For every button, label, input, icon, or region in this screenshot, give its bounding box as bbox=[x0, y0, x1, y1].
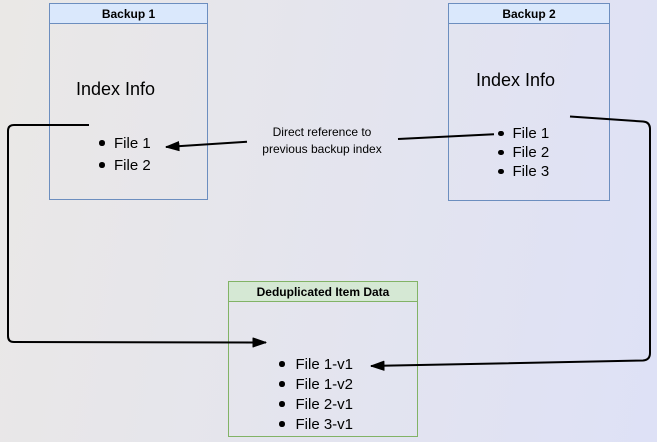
list-item: File 2 bbox=[99, 154, 151, 176]
list-item: File 2-v1 bbox=[279, 394, 353, 414]
list-item: File 2 bbox=[498, 143, 549, 162]
file-label: File 2 bbox=[512, 144, 550, 161]
file-label: File 1-v1 bbox=[295, 355, 354, 373]
bullet-dot bbox=[99, 140, 105, 146]
bullet-dot bbox=[99, 162, 105, 168]
file-label: File 2-v1 bbox=[295, 395, 354, 413]
backup2-index-info-label: Index Info bbox=[476, 70, 556, 90]
file-label: File 1 bbox=[512, 125, 550, 142]
bullet-dot bbox=[279, 401, 285, 407]
file-label: File 1 bbox=[114, 134, 151, 152]
edge-label-line2: previous backup index bbox=[262, 142, 382, 156]
list-item: File 1-v1 bbox=[279, 354, 353, 374]
bullet-dot bbox=[498, 149, 504, 156]
list-item: File 1 bbox=[498, 124, 549, 143]
backup1-body: Index Info File 1 File 2 bbox=[50, 24, 207, 199]
file-label: File 3-v1 bbox=[295, 415, 354, 433]
list-item: File 3 bbox=[498, 162, 549, 181]
backup1-index-info-label: Index Info bbox=[76, 79, 156, 99]
backup2-node: Backup 2 Index Info File 1 File 2 File 3 bbox=[448, 3, 610, 201]
direct-reference-edge-label: Direct reference to previous backup inde… bbox=[232, 124, 412, 158]
file-label: File 1-v2 bbox=[295, 375, 354, 393]
bullet-dot bbox=[279, 421, 285, 427]
file-label: File 2 bbox=[114, 156, 151, 174]
backup1-title: Backup 1 bbox=[50, 4, 207, 24]
bullet-dot bbox=[279, 381, 285, 387]
bullet-dot bbox=[279, 361, 285, 367]
backup1-file-list: File 1 File 2 bbox=[99, 132, 151, 176]
list-item: File 1-v2 bbox=[279, 374, 353, 394]
backup1-node: Backup 1 Index Info File 1 File 2 bbox=[49, 3, 208, 200]
file-label: File 3 bbox=[512, 163, 550, 180]
dedup-body: File 1-v1 File 1-v2 File 2-v1 File 3-v1 bbox=[229, 302, 417, 436]
list-item: File 1 bbox=[99, 132, 151, 154]
bullet-dot bbox=[498, 130, 504, 137]
backup2-file-list: File 1 File 2 File 3 bbox=[498, 124, 549, 181]
dedup-file-list: File 1-v1 File 1-v2 File 2-v1 File 3-v1 bbox=[279, 354, 353, 434]
dedup-title: Deduplicated Item Data bbox=[229, 282, 417, 302]
backup2-body: Index Info File 1 File 2 File 3 bbox=[449, 24, 609, 200]
dedup-node: Deduplicated Item Data File 1-v1 File 1-… bbox=[228, 281, 418, 437]
edge-label-line1: Direct reference to bbox=[272, 125, 372, 139]
backup2-title: Backup 2 bbox=[449, 4, 609, 24]
list-item: File 3-v1 bbox=[279, 414, 353, 434]
bullet-dot bbox=[498, 168, 504, 175]
